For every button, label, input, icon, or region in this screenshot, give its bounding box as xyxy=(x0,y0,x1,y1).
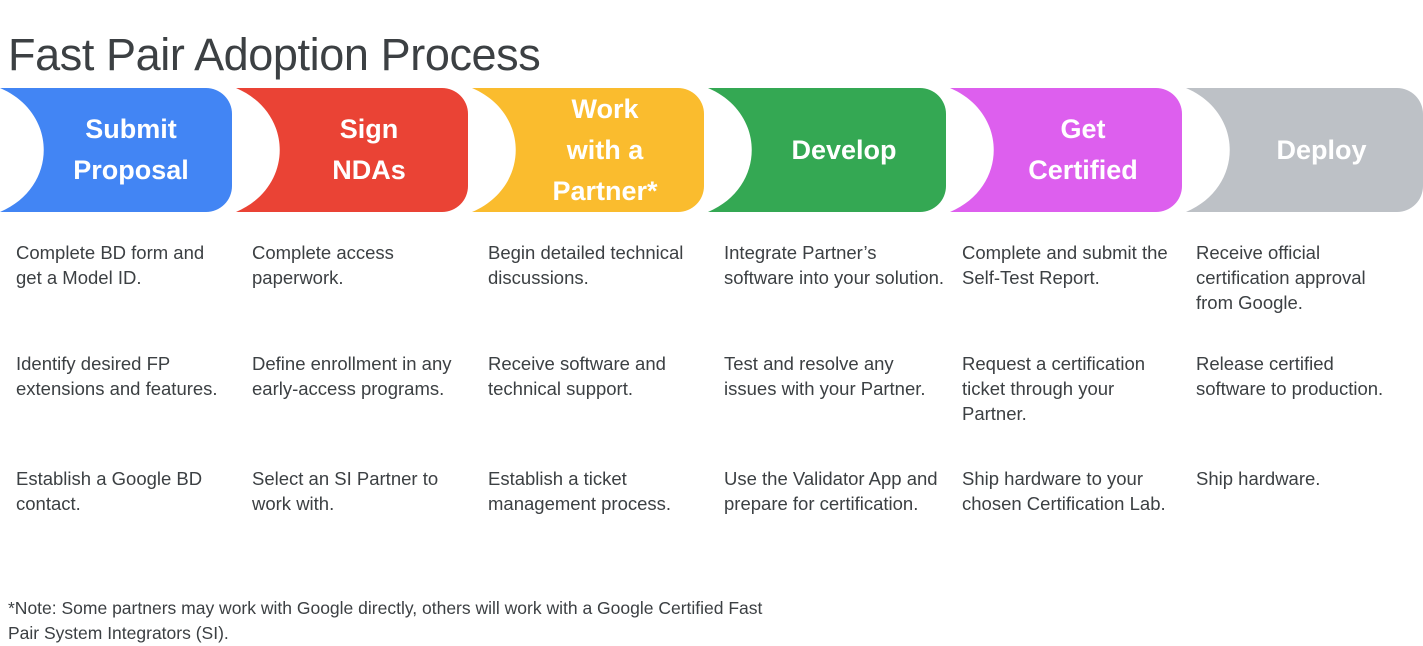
stage-item: Receive official certification approval … xyxy=(1196,242,1366,313)
stage-banner-shape-submit-proposal xyxy=(0,88,232,212)
stage-banner-develop[interactable]: Develop xyxy=(708,88,946,212)
footnote-note: *Note: Some partners may work with Googl… xyxy=(8,597,763,643)
stage-banner-submit-proposal[interactable]: Submit Proposal xyxy=(0,88,232,212)
stage-banner-shape-sign-ndas xyxy=(236,88,468,212)
stage-item: Identify desired FP extensions and featu… xyxy=(16,353,218,399)
stage-item: Receive software and technical support. xyxy=(488,353,666,399)
stage-banner-fill xyxy=(950,88,1182,212)
stage-item: Complete access paperwork. xyxy=(252,242,394,288)
stage-item: Select an SI Partner to work with. xyxy=(252,468,439,514)
stage-banner-label-develop: Develop xyxy=(791,134,897,165)
stage-banner-shape-work-with-a-partner xyxy=(472,88,704,212)
stage-banner-label-sign-ndas: Sign NDAs xyxy=(332,114,406,185)
stage-item: Use the Validator App and prepare for ce… xyxy=(724,468,938,514)
stage-banner-shape-develop xyxy=(708,88,946,212)
stage-banner-label-get-certified: Get Certified xyxy=(1028,114,1138,185)
stage-item: Complete and submit the Self-Test Report… xyxy=(962,242,1168,288)
stage-item: Define enrollment in any early-access pr… xyxy=(252,353,452,399)
stage-item: Test and resolve any issues with your Pa… xyxy=(724,353,926,399)
process-stage-columns: Complete BD form and get a Model ID. Iden… xyxy=(0,240,1423,550)
stage-banner-shape-get-certified xyxy=(950,88,1182,212)
stage-banner-get-certified[interactable]: Get Certified xyxy=(950,88,1182,212)
stage-item: Ship hardware. xyxy=(1196,468,1321,489)
stage-item: Establish a Google BD contact. xyxy=(16,468,203,514)
stage-item: Integrate Partner’s software into your s… xyxy=(724,242,945,288)
stage-item: Establish a ticket management process. xyxy=(488,468,672,514)
stage-banner-fill xyxy=(0,88,232,212)
process-stage-banner-strip: Submit Proposal Sign NDAs Work with a Part… xyxy=(0,88,1423,212)
stage-banner-sign-ndas[interactable]: Sign NDAs xyxy=(236,88,468,212)
stage-banner-deploy[interactable]: Deploy xyxy=(1186,88,1423,212)
stage-banner-label-deploy: Deploy xyxy=(1276,134,1367,165)
stage-banner-label-submit-proposal: Submit Proposal xyxy=(73,114,189,185)
stage-banner-work-with-a-partner[interactable]: Work with a Partner* xyxy=(472,88,704,212)
stage-banner-fill xyxy=(472,88,704,212)
stage-item: Release certified software to production… xyxy=(1196,353,1384,399)
page-title: Fast Pair Adoption Process xyxy=(8,29,541,81)
stage-banner-fill xyxy=(1186,88,1423,212)
stage-banner-label-work-with-a-partner: Work with a Partner* xyxy=(552,93,658,206)
stage-banner-fill xyxy=(708,88,946,212)
stage-item: Request a certification ticket through y… xyxy=(962,353,1146,424)
stage-banner-shape-deploy xyxy=(1186,88,1423,212)
stage-item: Begin detailed technical discussions. xyxy=(488,242,684,288)
stage-banner-fill xyxy=(236,88,468,212)
stage-item: Ship hardware to your chosen Certificati… xyxy=(962,468,1166,514)
stage-item: Complete BD form and get a Model ID. xyxy=(16,242,205,288)
